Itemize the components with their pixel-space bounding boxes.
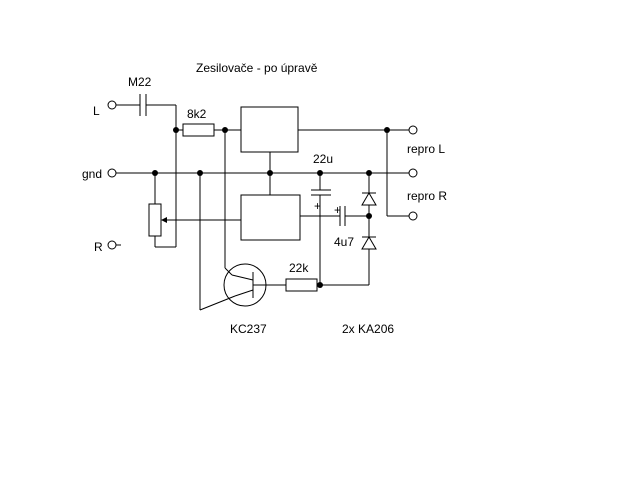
junction-dot [317, 282, 323, 288]
resistor-8k2-label: 8k2 [187, 107, 207, 121]
capacitor-m22 [116, 94, 176, 116]
wire-collector [199, 295, 236, 311]
polarity-plus-4u7: + [334, 203, 341, 217]
terminal-input-left [107, 100, 117, 110]
junction-dot [384, 127, 390, 133]
input-left-label: L [93, 104, 100, 118]
diodes-label: 2x KA206 [342, 322, 394, 336]
capacitor-4u7 [300, 206, 369, 226]
junction-dot [366, 213, 372, 219]
potentiometer [148, 203, 162, 237]
input-right-label: R [94, 240, 103, 254]
resistor-22k-label: 22k [289, 261, 309, 275]
resistor-8k2 [182, 123, 215, 137]
junction-dot [267, 170, 273, 176]
junction-dot [317, 170, 323, 176]
transistor-label: KC237 [230, 322, 267, 336]
junction-dot [152, 170, 158, 176]
capacitor-22u-label: 22u [313, 152, 333, 166]
pot-wiper-arrow [161, 217, 167, 223]
terminal-ground [107, 168, 117, 178]
junction-dot [366, 170, 372, 176]
resistor-22k [285, 278, 318, 292]
polarity-plus-22u: + [314, 199, 321, 213]
capacitor-4u7-label: 4u7 [334, 235, 354, 249]
amplifier-left-block [240, 106, 299, 153]
capacitor-22u [311, 173, 331, 285]
output-right-label: repro R [407, 189, 447, 203]
junction-dot [222, 127, 228, 133]
diodes-ka206 [361, 173, 377, 285]
ground-label: gnd [82, 167, 102, 181]
terminal-output-left [408, 125, 418, 135]
amplifier-right-block [240, 194, 301, 241]
terminal-input-right [107, 240, 117, 250]
junction-dot [197, 170, 203, 176]
terminal-output-common [408, 168, 418, 178]
terminal-output-right [408, 211, 418, 221]
junction-dot [173, 127, 179, 133]
diagram-title: Zesilovače - po úpravě [196, 61, 318, 75]
capacitor-m22-label: M22 [128, 75, 152, 89]
transistor-kc237 [223, 263, 286, 307]
output-left-label: repro L [407, 142, 445, 156]
